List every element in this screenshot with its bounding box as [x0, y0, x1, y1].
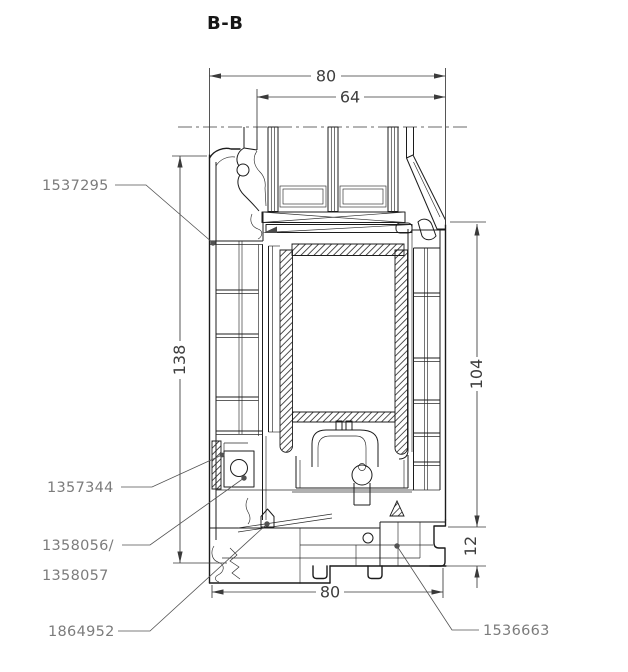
- dim-value-bottom-width: 80: [320, 583, 340, 602]
- callout-lower-left: 1358056/ 1358057: [42, 475, 247, 584]
- sill-assembly: [208, 489, 447, 584]
- callout-label-lower-left-line2: 1358057: [42, 568, 109, 584]
- frame-left-profile: [208, 147, 267, 584]
- sash-profile: [236, 127, 446, 506]
- dimension-left-height: 138: [170, 155, 227, 564]
- callout-label-lower-left-line1: 1358056/: [42, 538, 114, 554]
- dim-value-right-bottom: 12: [461, 536, 480, 556]
- glazing-unit: [261, 126, 413, 234]
- callout-top-left: 1537295: [42, 178, 216, 246]
- dimension-bottom-width: 80: [211, 568, 444, 602]
- dimension-right-height: 104: [448, 221, 486, 528]
- callout-bottom-right: 1536663: [394, 543, 549, 639]
- callout-label-top-left: 1537295: [42, 178, 109, 194]
- frame-right-profile: [412, 218, 447, 521]
- section-title: B-B: [207, 13, 243, 34]
- dim-value-top-outer: 80: [316, 67, 336, 86]
- callout-mid-left: 1357344: [47, 452, 225, 496]
- dim-value-right-height: 104: [467, 359, 486, 390]
- dim-value-top-inner: 64: [340, 88, 360, 107]
- dimension-top-inner: 64: [256, 88, 446, 140]
- dim-value-left-height: 138: [170, 345, 189, 376]
- callout-label-bottom-right: 1536663: [483, 623, 550, 639]
- callout-bottom-left: 1864952: [48, 521, 270, 640]
- dimension-right-bottom: 12: [446, 536, 486, 588]
- callout-label-mid-left: 1357344: [47, 480, 114, 496]
- dimension-top-outer: 80: [209, 67, 446, 225]
- callout-label-bottom-left: 1864952: [48, 624, 115, 640]
